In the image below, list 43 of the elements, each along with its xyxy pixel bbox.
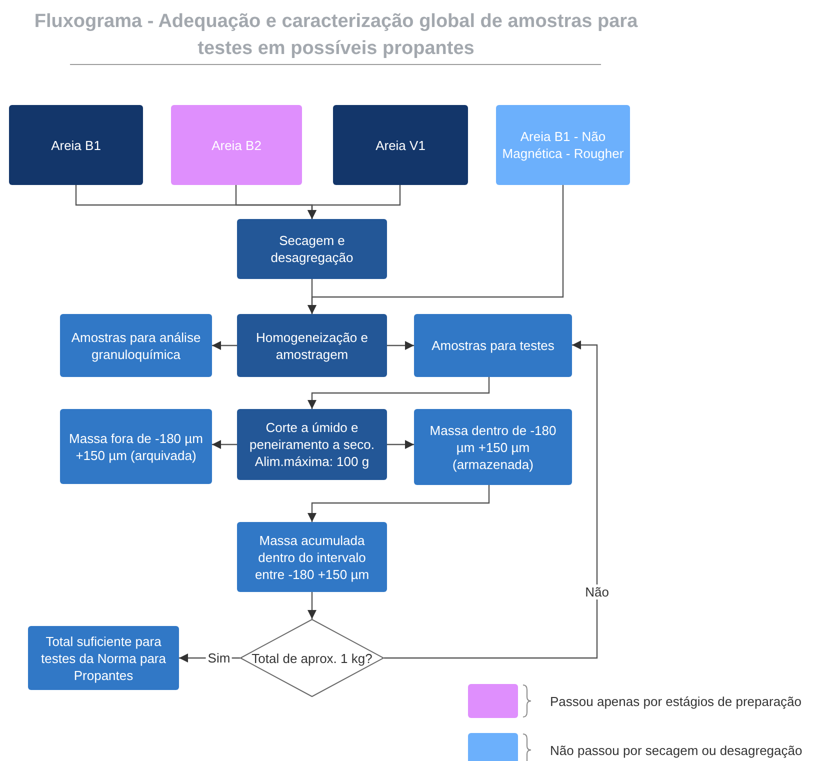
connector-arrow <box>384 340 598 659</box>
process-box <box>237 314 387 377</box>
connector-arrow <box>308 485 490 522</box>
process-box <box>237 219 387 279</box>
node-label: Areia B1 - Não Magnética - Rougher <box>501 128 625 162</box>
node-label: Areia B1 <box>51 136 101 154</box>
process-box <box>496 105 630 185</box>
process-box <box>60 314 212 377</box>
decision-diamond <box>240 619 384 697</box>
node-label: Homogeneização e amostragem <box>254 328 370 362</box>
legend-label: Passou apenas por estágios de preparação <box>550 694 802 708</box>
diagram-title: Fluxograma - Adequação e caracterização global de amostras para testes em possíveis propantes <box>33 10 639 61</box>
connector-arrow <box>387 440 414 449</box>
node-label: Corte a úmido e peneiramento a seco. Alim.máxima: 100 g <box>248 419 376 470</box>
process-box <box>237 522 387 592</box>
process-box <box>9 105 143 185</box>
connector-arrow <box>308 377 490 409</box>
node-label: Amostras para análise granuloquímica <box>70 328 202 362</box>
node-label: Secagem e desagregação <box>270 232 354 266</box>
process-box <box>237 409 387 480</box>
connector-arrow <box>387 341 414 350</box>
node-label: Amostras para testes <box>432 337 554 354</box>
connector-arrow <box>212 341 237 350</box>
node-label: Areia V1 <box>376 136 426 154</box>
edge-label: Sim <box>206 650 232 666</box>
connector-arrow <box>308 592 316 619</box>
node-label: Areia B2 <box>212 136 262 154</box>
node-label: Massa dentro de -180 µm +150 µm (armazenada) <box>428 422 558 472</box>
connector-arrow <box>308 279 316 314</box>
node-label: Massa fora de -180 µm +150 µm (arquivada) <box>68 430 204 464</box>
process-box <box>171 105 302 185</box>
node-label: Total de aprox. 1 kg? <box>252 650 372 666</box>
process-box <box>414 409 572 485</box>
process-box <box>333 105 468 185</box>
node-label: Massa acumulada dentro do intervalo entre -180 +150 µm <box>254 532 370 582</box>
process-box <box>60 409 212 484</box>
connector-arrow <box>212 440 237 449</box>
edge-label: Não <box>583 584 611 600</box>
connector-arrow <box>308 185 401 219</box>
process-box <box>28 626 179 690</box>
node-label: Total suficiente para testes da Norma para Propantes <box>40 632 167 684</box>
process-box <box>414 314 572 377</box>
legend-label: Não passou por secagem ou desagregação <box>550 742 802 758</box>
